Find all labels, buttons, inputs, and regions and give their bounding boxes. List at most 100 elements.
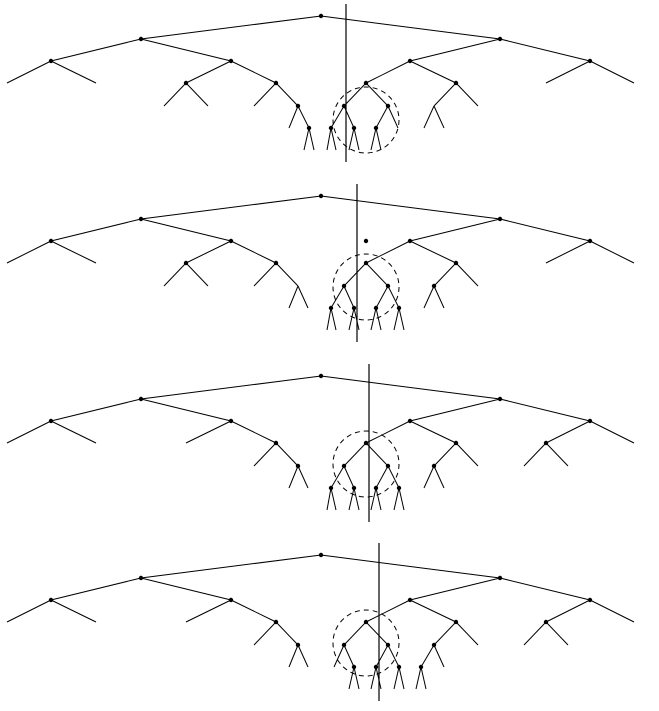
tree-edge: [365, 262, 389, 287]
tree-node: [228, 58, 234, 64]
tree-node: [351, 125, 357, 131]
tree-edge: [230, 240, 277, 264]
leaf-edge: [50, 599, 97, 623]
tree-node: [48, 418, 54, 424]
leaf-edge: [398, 666, 405, 690]
tree-node: [138, 216, 144, 222]
tree-node: [396, 664, 402, 670]
tree-node: [418, 664, 424, 670]
leaf-edge: [326, 127, 332, 151]
tree-edge: [320, 195, 501, 220]
leaf-edge: [297, 285, 309, 309]
tree-node: [385, 463, 391, 469]
tree-edge: [275, 621, 299, 646]
tree-node: [138, 36, 144, 42]
tree-node: [318, 552, 324, 558]
tree-node: [48, 597, 54, 603]
tree-node: [497, 575, 503, 581]
leaf-edge: [326, 487, 332, 511]
leaf-edge: [455, 82, 479, 107]
tree-edge: [409, 240, 457, 264]
tree-edge: [140, 15, 322, 40]
tree-node: [453, 260, 459, 266]
leaf-edge: [545, 60, 591, 84]
tree-node: [497, 396, 503, 402]
tree-edge: [387, 644, 400, 668]
tree-node: [407, 238, 413, 244]
tree-node: [138, 575, 144, 581]
tree-edge: [140, 38, 232, 62]
tree-node: [318, 193, 324, 199]
leaf-edge: [253, 262, 277, 287]
leaf-edge: [375, 127, 382, 151]
tree-edge: [343, 285, 355, 309]
leaf-edge: [6, 60, 52, 84]
tree-edge: [185, 60, 232, 84]
focus-circle: [332, 609, 400, 677]
tree-node: [396, 485, 402, 491]
leaf-edge: [370, 307, 377, 331]
leaf-edge: [185, 262, 209, 287]
tree-edge: [330, 285, 345, 309]
leaf-edge: [420, 666, 427, 690]
tree-node: [363, 440, 369, 446]
leaf-edge: [455, 621, 479, 646]
leaf-edge: [297, 465, 309, 489]
tree-node: [341, 283, 347, 289]
tree-edge: [343, 442, 367, 467]
tree-edge: [365, 621, 389, 646]
leaf-edge: [6, 240, 52, 264]
tree-edge: [330, 105, 345, 129]
tree-edge: [409, 218, 501, 242]
tree-edge: [343, 82, 367, 107]
leaf-edge: [523, 621, 547, 646]
tree-node: [295, 642, 301, 648]
leaf-edge: [545, 420, 591, 444]
focus-circle: [332, 430, 400, 498]
panel-3: [6, 364, 635, 522]
leaf-edge: [589, 599, 635, 623]
leaf-edge: [375, 487, 382, 511]
tree-node: [183, 260, 189, 266]
tree-node: [341, 103, 347, 109]
leaf-edge: [393, 487, 400, 511]
tree-edge: [320, 554, 501, 579]
tree-edge: [320, 15, 501, 40]
tree-node: [228, 238, 234, 244]
tree-node: [497, 36, 503, 42]
leaf-edge: [387, 105, 399, 129]
leaf-edge: [288, 465, 299, 489]
tree-node: [273, 619, 279, 625]
tree-edge: [343, 262, 367, 287]
leaf-edge: [185, 82, 209, 107]
tree-edge: [409, 60, 457, 84]
tree-edge: [343, 621, 367, 646]
tree-node: [453, 80, 459, 86]
leaf-edge: [330, 307, 337, 331]
tree-node: [351, 664, 357, 670]
tree-edge: [365, 60, 411, 84]
tree-node: [497, 216, 503, 222]
tree-edge: [387, 285, 400, 309]
leaf-edge: [393, 666, 400, 690]
leaf-edge: [433, 465, 445, 489]
tree-node: [48, 58, 54, 64]
tree-node: [328, 125, 334, 131]
leaf-edge: [303, 127, 310, 151]
tree-node: [328, 305, 334, 311]
tree-edge: [420, 644, 435, 668]
focus-circle: [332, 86, 400, 154]
leaf-edge: [398, 487, 405, 511]
tree-edge: [409, 599, 457, 623]
tree-edge: [375, 465, 389, 489]
tree-node: [273, 260, 279, 266]
tree-edge: [50, 577, 142, 601]
tree-edge: [365, 442, 389, 467]
tree-node: [351, 485, 357, 491]
leaf-edge: [370, 666, 377, 690]
tree-edge: [409, 38, 501, 62]
tree-edge: [375, 105, 389, 129]
tree-node: [587, 238, 593, 244]
tree-node: [363, 238, 369, 244]
